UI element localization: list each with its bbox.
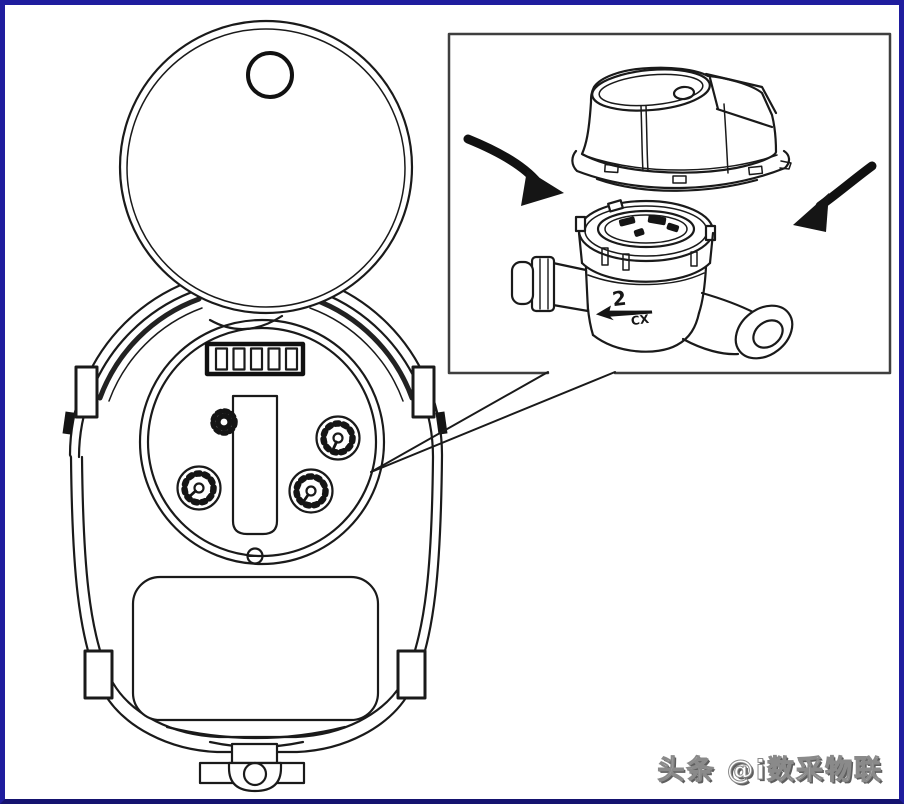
coupling-opening-inner	[604, 214, 688, 244]
label-panel	[131, 575, 380, 722]
meter-body: 2 CX	[510, 199, 794, 360]
sub-dial-bottom-left	[176, 465, 222, 511]
lid-outer-ring	[118, 19, 414, 315]
right-flange	[734, 304, 794, 360]
body-bottom	[591, 311, 701, 353]
register-base-inner	[582, 154, 778, 171]
right-assembly-arrow-icon	[793, 161, 877, 232]
face-rim	[138, 318, 386, 566]
finger-hole-icon	[246, 51, 294, 99]
digit-window	[232, 347, 246, 371]
register-face	[598, 73, 704, 107]
open-lid	[118, 19, 414, 315]
left-pipe	[551, 261, 590, 313]
register-seam-1	[640, 105, 649, 172]
flow-arrow-left-icon	[595, 305, 653, 321]
right-elbow-bottom	[681, 337, 740, 356]
collar-slot	[622, 253, 630, 271]
shoulder-arc-thin-left	[108, 307, 203, 402]
side-tabs	[62, 365, 448, 700]
register-top-panel	[704, 72, 778, 129]
hinge-notch	[208, 314, 284, 331]
main-device	[62, 19, 448, 793]
body-inner-wall	[77, 278, 435, 739]
upper-tab-left	[74, 365, 99, 419]
register-seam-2	[723, 103, 729, 174]
sub-dial-bottom-right	[288, 468, 334, 514]
shoulder-arc-dark-left	[97, 296, 202, 401]
base-hook	[779, 160, 792, 170]
left-pipe-end	[510, 260, 535, 306]
diagram-svg: 2 CX	[62, 19, 892, 793]
left-assembly-arrow-icon	[463, 134, 564, 206]
digit-window	[284, 347, 299, 371]
center-rib	[231, 394, 279, 536]
collar-bottom	[580, 261, 712, 283]
callout-pointer	[370, 371, 616, 473]
bottom-clasp	[198, 742, 306, 793]
face-contents	[176, 341, 361, 565]
bayonet-lug-top	[607, 199, 624, 213]
bayonet-lug-left	[574, 215, 587, 233]
clasp-hole	[242, 761, 268, 787]
digit-counter	[204, 341, 306, 377]
shoulder-arc-dark-right	[310, 296, 415, 401]
coupling-slot	[647, 214, 667, 226]
upper-tab-right-notch	[435, 411, 448, 435]
watermark-text: 头条 @i数采物联	[657, 755, 883, 787]
base-clip	[603, 163, 619, 174]
register-module	[571, 66, 792, 192]
coupling-slot	[633, 228, 645, 237]
bayonet-lug-right	[704, 224, 717, 242]
lower-tab-right	[396, 649, 427, 700]
right-elbow-top	[700, 291, 757, 315]
digit-window	[249, 347, 264, 371]
clasp-tab	[227, 761, 283, 793]
register-base-flange	[571, 149, 791, 190]
digit-window	[267, 347, 281, 371]
collar-slot	[601, 247, 609, 266]
flow-marking: 2 CX	[595, 286, 653, 328]
bottom-shell-line-1	[165, 725, 347, 740]
lower-tab-left	[83, 649, 114, 700]
screw-icon	[246, 547, 264, 565]
base-clip	[672, 175, 687, 184]
lid-inner-ring	[126, 28, 406, 308]
sub-dial-top-right	[315, 415, 361, 461]
right-flange-bore	[752, 319, 784, 349]
upper-tab-left-notch	[62, 411, 75, 435]
coupling-slot	[618, 216, 636, 227]
coupling-opening	[596, 209, 696, 249]
body-shoulder-line	[587, 272, 705, 286]
inset-panel: 2 CX	[370, 32, 892, 473]
inset-border	[447, 32, 892, 375]
coupling-slot	[666, 222, 680, 233]
base-clip	[747, 165, 764, 176]
body-side-right	[697, 265, 708, 315]
register-hole-icon	[672, 85, 696, 101]
shoulder-arc-thin-right	[309, 307, 404, 402]
upper-tab-right	[411, 365, 436, 419]
gear-icon	[210, 408, 238, 436]
register-base-bottom	[595, 177, 759, 192]
left-pipe-nut	[530, 255, 556, 313]
marking-letters: CX	[630, 312, 650, 328]
digit-window	[214, 347, 229, 371]
collar-slot	[690, 251, 698, 267]
collar-side	[577, 231, 715, 265]
marking-number: 2	[611, 286, 628, 312]
clasp-neck	[230, 742, 279, 765]
